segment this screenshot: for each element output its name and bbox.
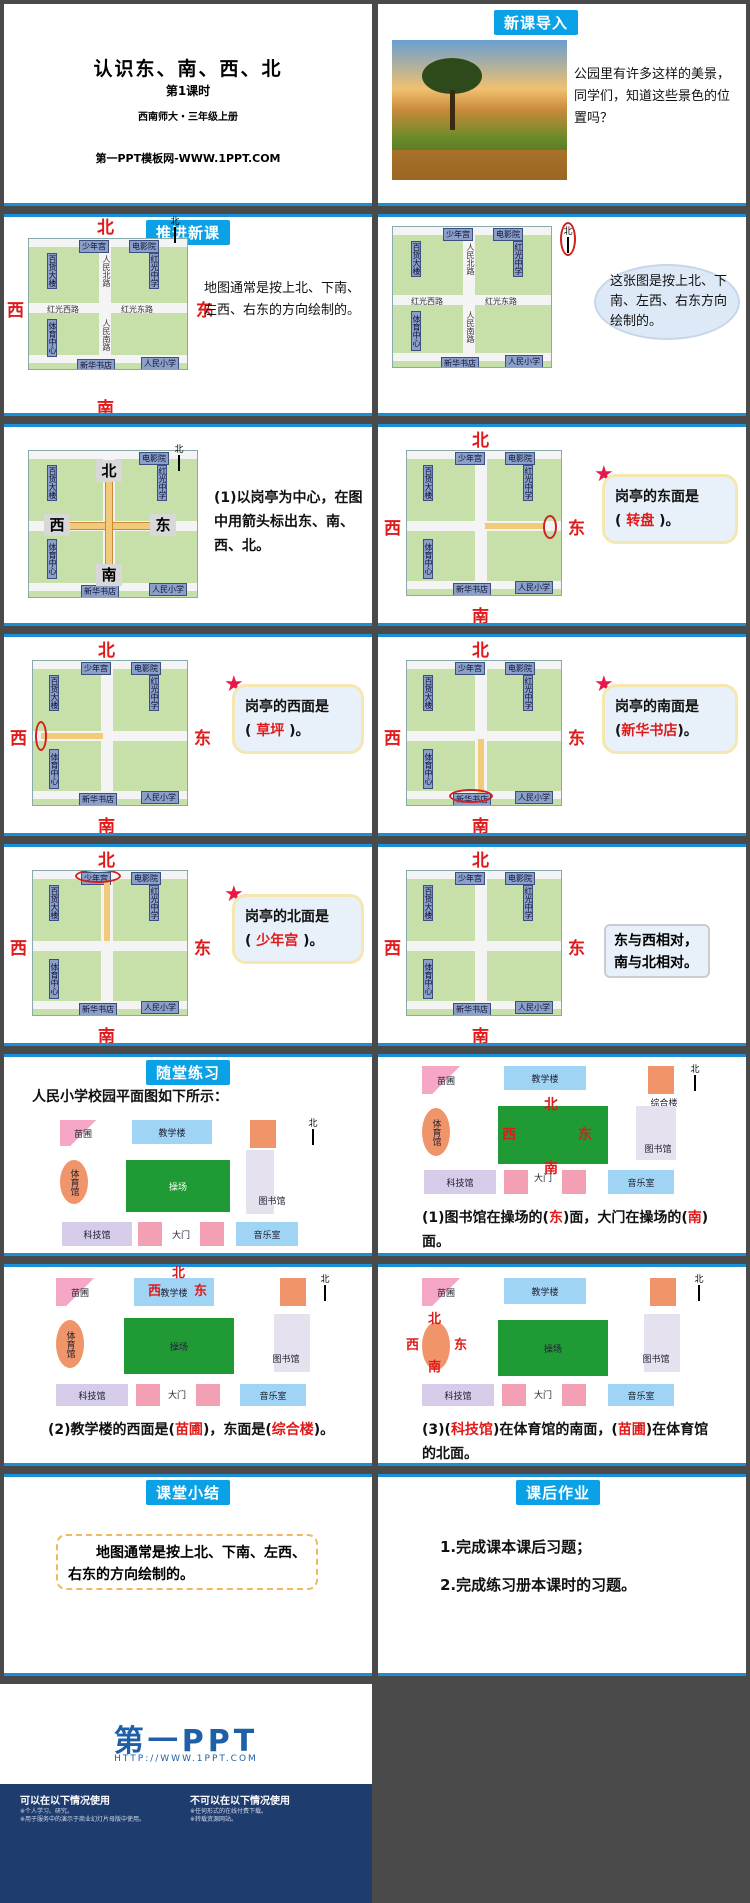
city-map: 少年宫 电影院 百货大楼 体育中心 红光中学 红光西路 红光东路 人民北路 人民… [392, 226, 552, 368]
task-text: (1)以岗亭为中心，在图中用箭头标出东、南、西、北。 [214, 490, 363, 554]
west-box: 西 [44, 514, 70, 536]
slide-west: 北 南 西 东 少年宫 电影院 百货大楼 体育中心 红光中学 新华书店 人民小学… [4, 634, 372, 836]
east-box: 东 [150, 514, 176, 536]
park-photo [392, 40, 567, 180]
slide-title-heading: 认识东、南、西、北 [93, 58, 283, 80]
north-mark [560, 222, 576, 256]
slide-map-intro: 推进新课 北 南 西 东 少年宫 电影院 百货大楼 体育中心 红光中学 红光西路… [4, 214, 372, 416]
edition-label: 西南师大・三年级上册 [138, 112, 238, 123]
section-tag: 新课导入 [494, 10, 579, 35]
city-map: 少年宫 电影院 百货大楼 体育中心 红光中学 新华书店 人民小学 [32, 870, 188, 1016]
bubble-text: 这张图是按上北、下南、左西、右东方向绘制的。 [610, 274, 728, 329]
south-box: 南 [96, 564, 122, 586]
slide-east: 北 南 西 东 少年宫 电影院 百货大楼 体育中心 红光中学 新华书店 人民小学… [378, 424, 746, 626]
city-map: 少年宫 电影院 百货大楼 体育中心 红光中学 红光西路 红光东路 人民北路 人民… [28, 238, 188, 370]
north-label: 北 [97, 218, 114, 238]
lesson-label: 第1课时 [165, 84, 211, 98]
city-map: 少年宫 电影院 百货大楼 体育中心 红光中学 新华书店 人民小学 [406, 660, 562, 806]
slide-opposite: 北 南 西 东 少年宫 电影院 百货大楼 体育中心 红光中学 新华书店 人民小学… [378, 844, 746, 1046]
map-intro-text: 地图通常是按上北、下南、左西、右东的方向绘制的。 [204, 281, 361, 318]
intro-text: 公园里有许多这样的美景，同学们，知道这些景色的位置吗？ [574, 67, 731, 126]
opposite-text: 东与西相对，南与北相对。 [604, 924, 710, 978]
slide-practice-q1: 苗圃 教学楼 综合楼 北 体育馆 北 南 西 东 图书馆 科技馆 大门 音乐室 … [378, 1054, 746, 1256]
city-map: 少年宫 电影院 百货大楼 体育中心 红光中学 新华书店 人民小学 [406, 870, 562, 1016]
south-label: 南 [97, 399, 114, 416]
slide-practice-q2: 苗圃 教学楼 北 西 东 北 体育馆 操场 图书馆 科技馆 大门 音乐室 (2)… [4, 1264, 372, 1466]
slide-homework: 课后作业 1.完成课本课后习题； 2.完成练习册本课时的习题。 [378, 1474, 746, 1676]
west-label: 西 [7, 301, 24, 321]
slide-map-orientation: 少年宫 电影院 百货大楼 体育中心 红光中学 红光西路 红光东路 人民北路 人民… [378, 214, 746, 416]
ppt-footer: 第一PPT HTTP://WWW.1PPT.COM 可以在以下情况使用 不可以在… [0, 1684, 372, 1903]
slide-north: 北 南 西 东 少年宫 电影院 百货大楼 体育中心 红光中学 新华书店 人民小学… [4, 844, 372, 1046]
slide-intro: 新课导入 公园里有许多这样的美景，同学们，知道这些景色的位置吗？ [378, 4, 746, 206]
site-label: 第一PPT模板网-WWW.1PPT.COM [95, 152, 281, 165]
slide-south: 北 南 西 东 少年宫 电影院 百货大楼 体育中心 红光中学 新华书店 人民小学… [378, 634, 746, 836]
east-label: 东 [196, 301, 213, 321]
north-box: 北 [96, 460, 122, 482]
slide-practice-q3: 苗圃 教学楼 北 北 南 西 东 操场 图书馆 科技馆 大门 音乐室 (3)(科… [378, 1264, 746, 1466]
city-map: 少年宫 电影院 百货大楼 体育中心 红光中学 新华书店 人民小学 [32, 660, 188, 806]
speech-bubble [594, 264, 740, 340]
slide-title: 认识东、南、西、北 第1课时 西南师大・三年级上册 第一PPT模板网-WWW.1… [4, 4, 372, 206]
slide-compass-task: 电影院 百货大楼 体育中心 红光中学 新华书店 人民小学 北 南 西 东 北 (… [4, 424, 372, 626]
city-map: 少年宫 电影院 百货大楼 体育中心 红光中学 新华书店 人民小学 [406, 450, 562, 596]
slide-practice: 随堂练习 人民小学校园平面图如下所示： 苗圃 教学楼 综合楼 北 体育馆 操场 … [4, 1054, 372, 1256]
slide-summary: 课堂小结 地图通常是按上北、下南、左西、右东的方向绘制的。 [4, 1474, 372, 1676]
